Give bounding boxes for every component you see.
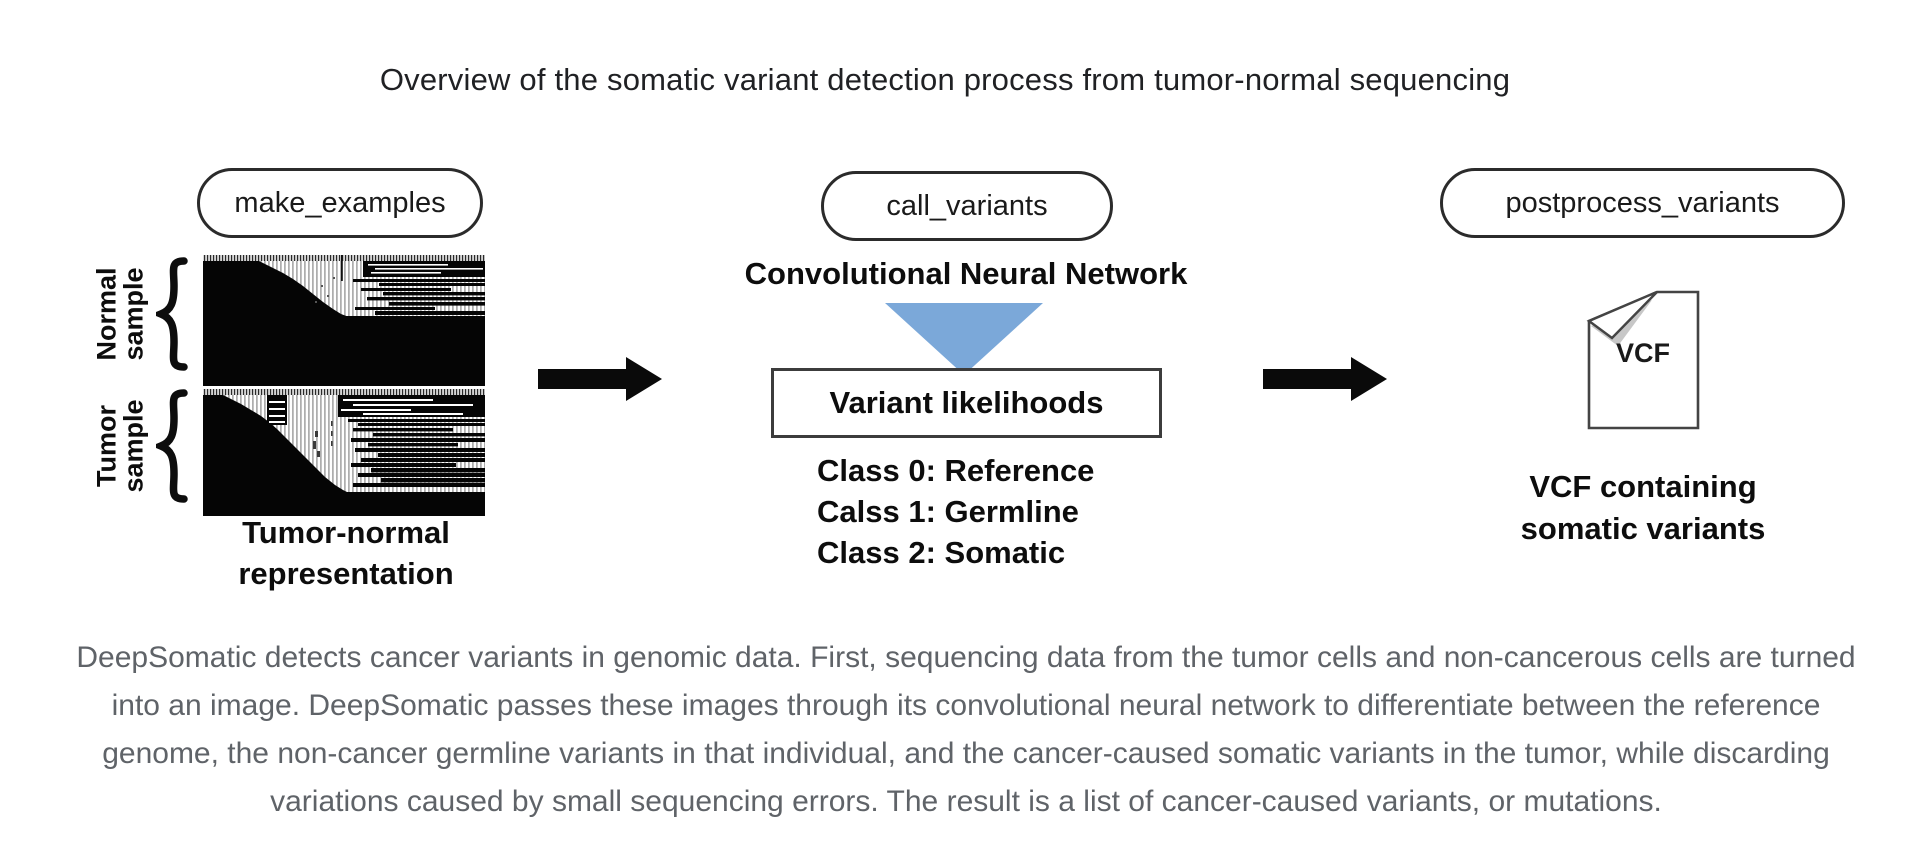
cnn-funnel-triangle [885, 303, 1043, 375]
flow-arrow-2 [1263, 357, 1387, 401]
class-list: Class 0: Reference Calss 1: Germline Cla… [817, 450, 1217, 573]
stage-pill-postprocess-variants-label: postprocess_variants [1505, 186, 1780, 219]
stage-pill-make-examples-label: make_examples [234, 186, 446, 219]
figure-description: DeepSomatic detects cancer variants in g… [76, 641, 1856, 818]
variant-likelihoods-label: Variant likelihoods [829, 385, 1104, 420]
stage-pill-call-variants: call_variants [821, 171, 1113, 241]
curly-brace-tumor [156, 389, 188, 503]
class-item-1: Calss 1: Germline [817, 494, 1079, 529]
figure-title: Overview of the somatic variant detectio… [379, 62, 1511, 97]
class-item-2: Class 2: Somatic [817, 535, 1066, 570]
class-item-0: Class 0: Reference [817, 453, 1095, 488]
vcf-file-icon [1586, 290, 1700, 430]
variant-likelihoods-box: Variant likelihoods [771, 368, 1162, 438]
stage-pill-make-examples: make_examples [197, 168, 483, 238]
tumor-sample-pileup-image [203, 389, 485, 516]
tumor-normal-representation-caption: Tumor-normal representation [238, 515, 454, 591]
vcf-file-icon-label: VCF [1616, 338, 1670, 368]
normal-sample-pileup-image [203, 255, 485, 386]
stage-pill-call-variants-label: call_variants [886, 189, 1048, 222]
stage-pill-postprocess-variants: postprocess_variants [1440, 168, 1845, 238]
cnn-heading: Convolutional Neural Network [744, 256, 1188, 291]
curly-brace-normal [156, 257, 188, 371]
vcf-caption: VCF containing somatic variants [1520, 469, 1766, 546]
flow-arrow-1 [538, 357, 662, 401]
